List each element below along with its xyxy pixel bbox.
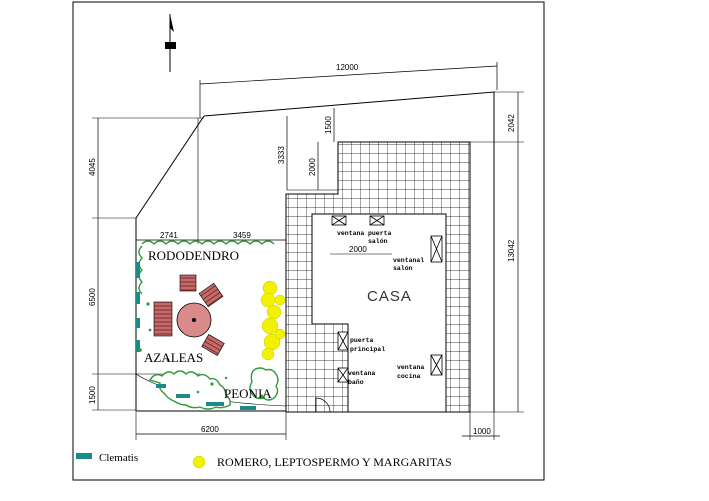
label-puerta-principal-1: puerta [350,337,374,344]
dim-label-6500: 6500 [88,288,97,306]
dim-label-1500-left: 1500 [88,386,97,404]
patio-table [176,302,212,338]
yellow-plants [260,280,286,361]
legend-romero-icon [192,455,206,469]
legend-romero-label: ROMERO, LEPTOSPERMO Y MARGARITAS [217,455,452,469]
legend: Clematis ROMERO, LEPTOSPERMO Y MARGARITA… [76,452,452,469]
label-ventana-cocina-1: ventana [397,364,424,371]
label-ventanal-salon-2: salón [393,265,413,272]
label-puerta-principal-2: principal [350,346,385,353]
dim-label-3459: 3459 [233,231,251,240]
door-arc [315,397,331,413]
dimension-top-width: 12000 [199,62,498,118]
green-flecks [138,302,264,398]
label-peonia: PEONIA [224,386,272,401]
dim-label-2042: 2042 [507,114,516,132]
dimension-right: 2042 13042 [470,91,524,413]
label-casa: CASA [367,288,412,305]
dim-label-6200: 6200 [201,425,219,434]
label-puerta-salon-1: puerta [368,230,392,237]
site-boundary-left [135,115,286,412]
window-markers [331,215,443,383]
dimension-inner-2000: 2000 [330,245,392,255]
legend-clematis-label: Clematis [99,452,138,464]
patio-chairs [153,274,225,356]
dimension-garden-top: 2741 3459 [136,118,286,244]
dimension-bottom: 6200 1000 [135,412,500,440]
dim-label-1500-upper: 1500 [324,116,333,134]
dim-label-2000-upper: 2000 [308,158,317,176]
legend-clematis-swatch [76,453,92,459]
label-puerta-salon-2: salón [368,238,388,245]
label-ventana: ventana [337,230,364,237]
house-interior [311,213,447,413]
clematis-band [136,262,256,410]
label-ventanal-salon-1: ventanal [393,257,424,264]
hedge-border [138,240,279,410]
drawing-frame [72,1,545,481]
dim-label-4045: 4045 [88,158,97,176]
dim-label-2000-inner: 2000 [349,245,367,254]
label-rododendro: RODODENDRO [148,248,239,263]
label-ventana-bano-2: baño [348,379,364,386]
label-ventana-cocina-2: cocina [397,373,421,380]
dim-label-1000: 1000 [473,427,491,436]
dimension-left: 4045 6500 1500 [88,117,204,411]
dim-label-2741: 2741 [160,231,178,240]
dim-label-12000: 12000 [336,63,359,72]
north-arrow-icon [165,14,176,72]
dim-label-3333: 3333 [277,146,286,164]
label-ventana-bano-1: ventana [348,370,375,377]
dim-label-13042: 13042 [507,239,516,262]
label-azaleas: AZALEAS [144,350,203,365]
